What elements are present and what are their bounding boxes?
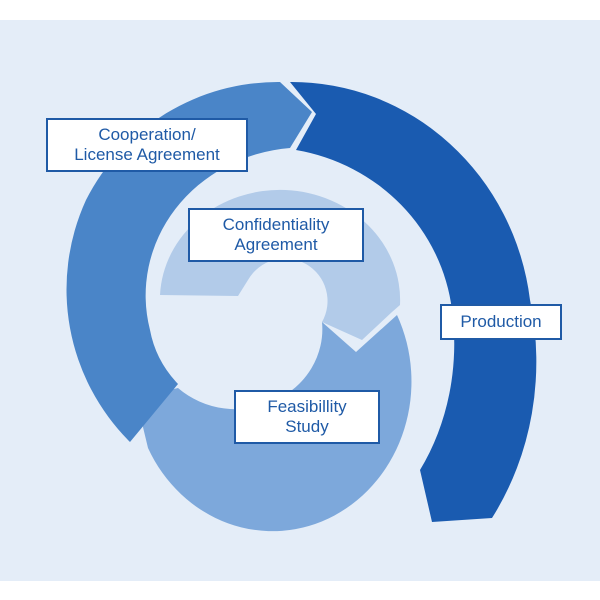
cooperation-label-line2: License Agreement	[74, 145, 220, 164]
cooperation-license-label: Cooperation/ License Agreement	[46, 118, 248, 172]
confidentiality-agreement-label: Confidentiality Agreement	[188, 208, 364, 262]
production-label: Production	[440, 304, 562, 340]
feasibility-label-line2: Study	[285, 417, 329, 436]
cooperation-label-line1: Cooperation/	[98, 125, 196, 144]
confidentiality-label-line2: Agreement	[234, 235, 318, 254]
feasibility-study-label: Feasibillity Study	[234, 390, 380, 444]
confidentiality-label-line1: Confidentiality	[222, 215, 330, 234]
production-label-text: Production	[460, 312, 542, 331]
feasibility-label-line1: Feasibillity	[267, 397, 347, 416]
production-arc	[290, 81, 537, 523]
